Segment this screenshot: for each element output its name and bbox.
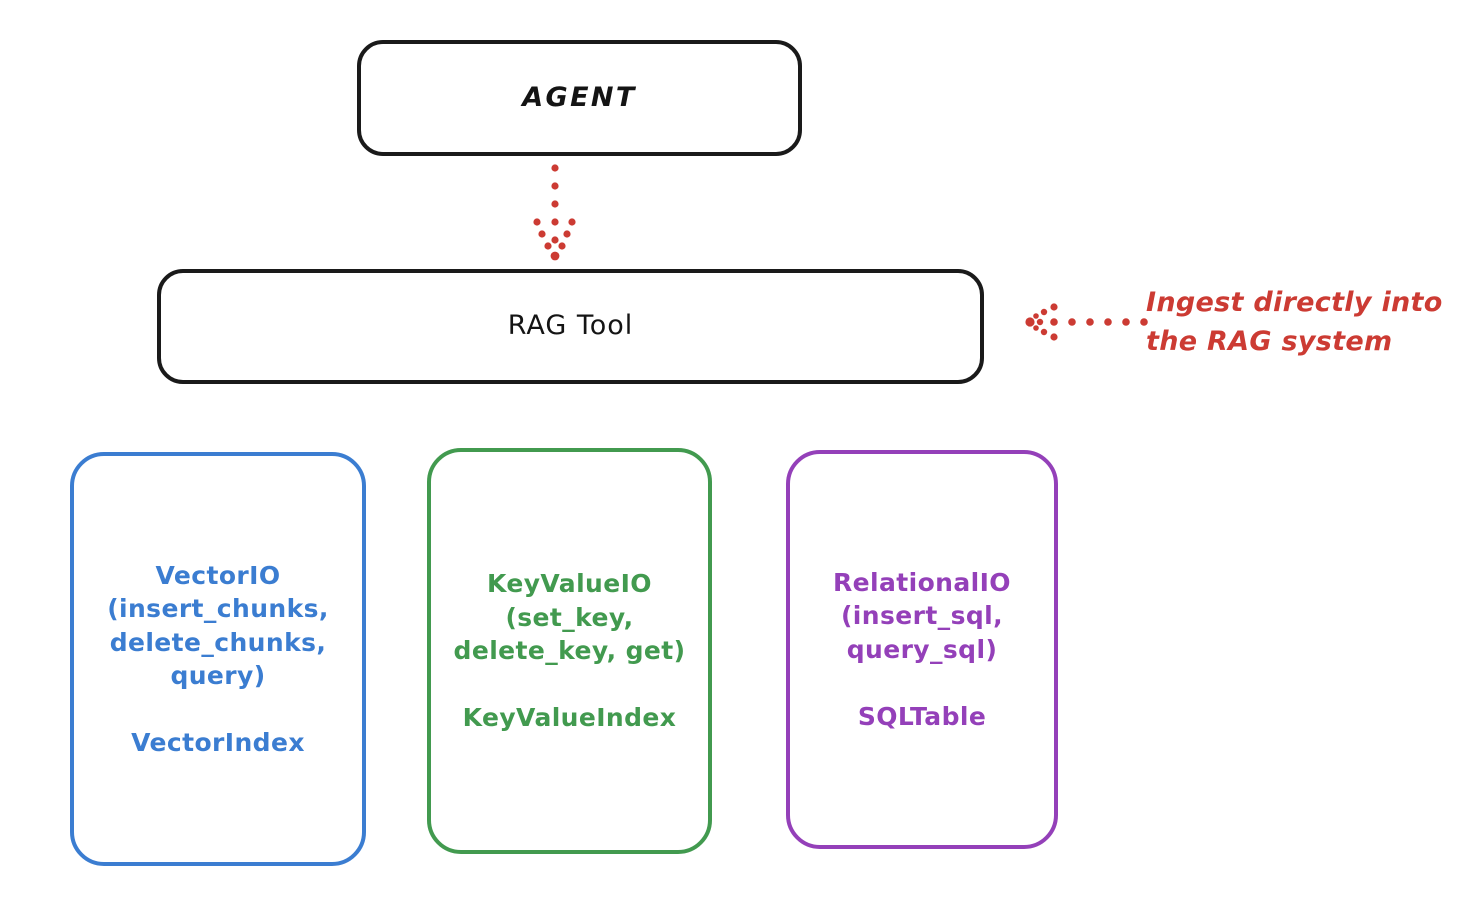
- connector-ingest-to-rag-tool: [1025, 303, 1148, 341]
- node-vector-io[interactable]: VectorIO (insert_chunks, delete_chunks, …: [70, 452, 366, 866]
- node-rag-tool-label: RAG Tool: [507, 310, 634, 342]
- node-relational-io-label: RelationalIO (insert_sql, query_sql) SQL…: [833, 567, 1011, 731]
- node-relational-io[interactable]: RelationalIO (insert_sql, query_sql) SQL…: [786, 450, 1058, 849]
- node-agent-label: AGENT: [522, 81, 637, 113]
- annotation-ingest: Ingest directly into the RAG system: [1146, 287, 1443, 358]
- node-vector-io-label: VectorIO (insert_chunks, delete_chunks, …: [107, 560, 329, 758]
- node-key-value-io[interactable]: KeyValueIO (set_key, delete_key, get) Ke…: [427, 448, 712, 854]
- node-key-value-io-label: KeyValueIO (set_key, delete_key, get) Ke…: [453, 569, 686, 733]
- connector-agent-to-rag-tool: [533, 164, 576, 261]
- node-rag-tool[interactable]: RAG Tool: [157, 269, 984, 384]
- node-agent[interactable]: AGENT: [357, 40, 802, 156]
